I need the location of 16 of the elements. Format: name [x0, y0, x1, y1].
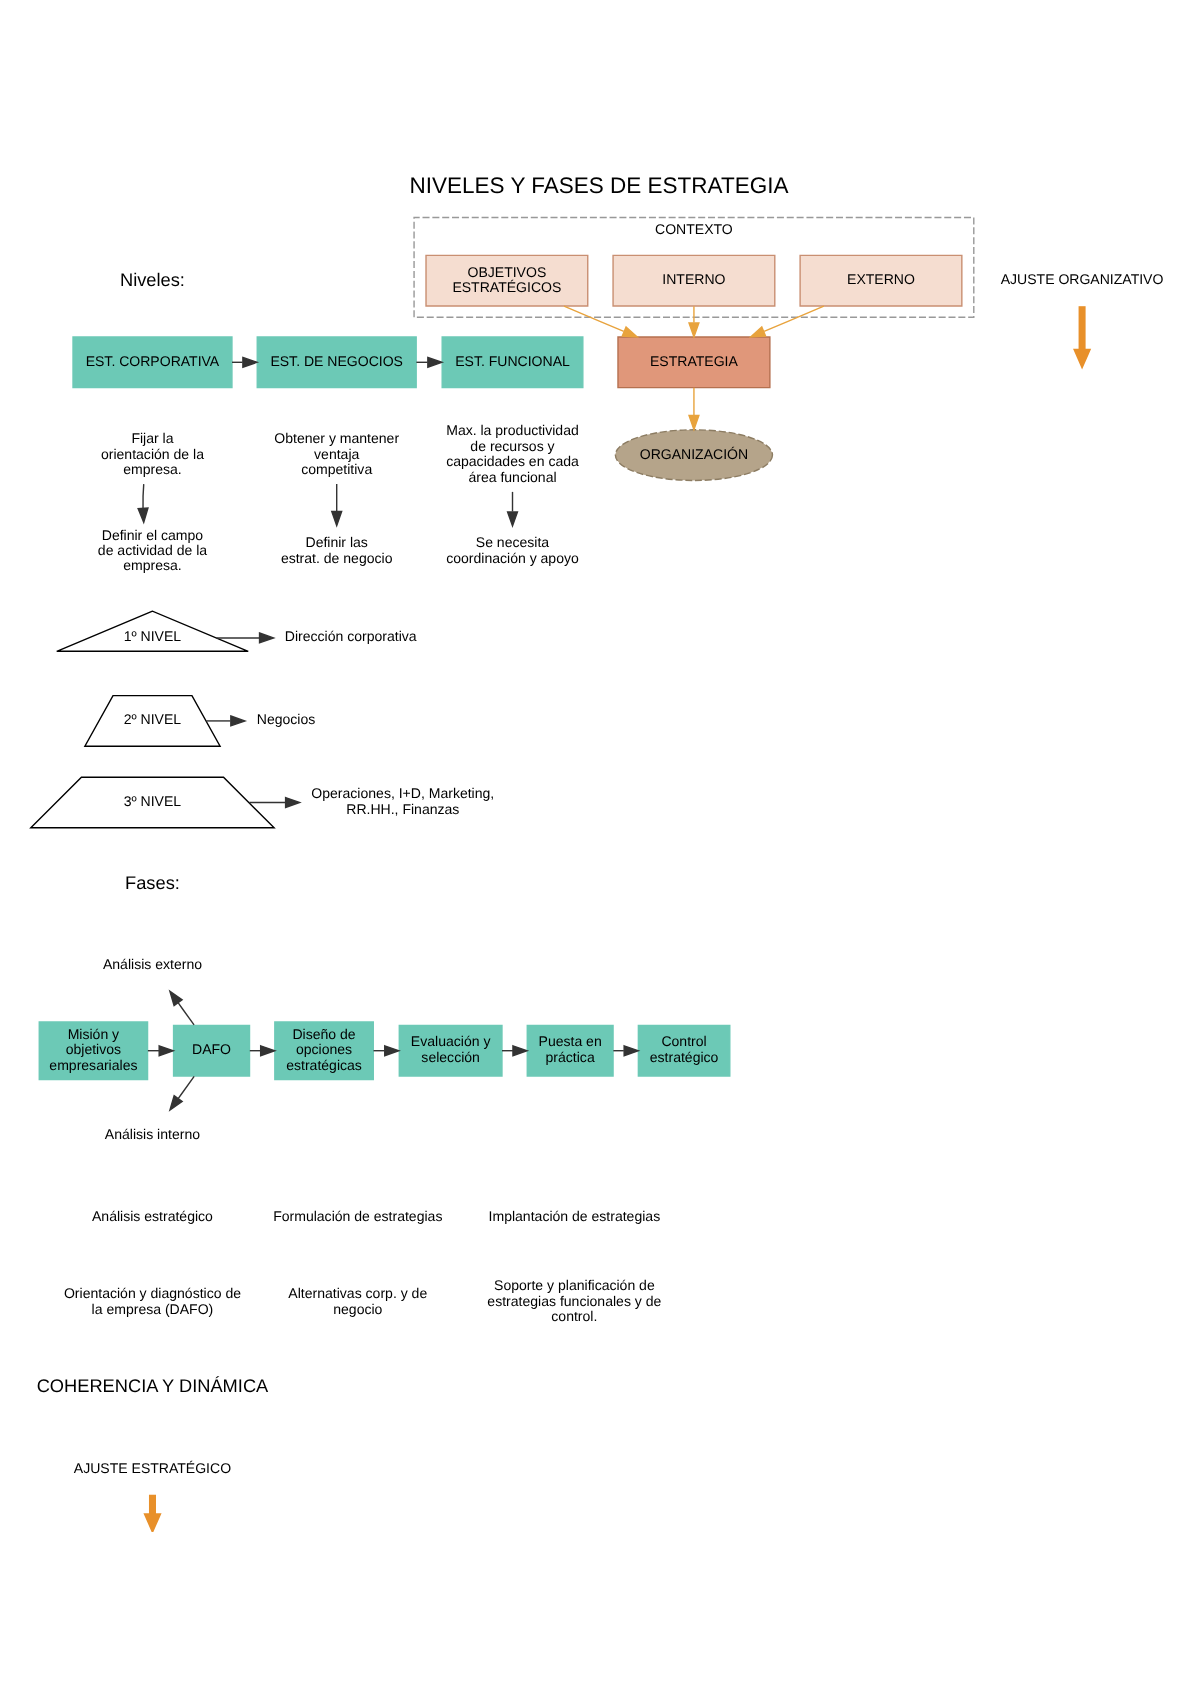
arrow: [1073, 306, 1092, 370]
label: Fases:: [125, 872, 180, 893]
arrow: [688, 387, 700, 432]
arrow: [168, 1075, 195, 1112]
label: COHERENCIA Y DINÁMICA: [36, 1376, 269, 1397]
label: Niveles:: [120, 269, 185, 290]
arrow: [330, 483, 343, 528]
arrow: [205, 715, 248, 727]
arrow: [688, 305, 700, 340]
arrow: [506, 491, 519, 529]
arrow: [143, 1494, 162, 1532]
arrow: [137, 483, 149, 525]
arrow: [248, 796, 302, 809]
diagram-title: NIVELES Y FASES DE ESTRATEGIA: [409, 175, 789, 200]
arrow: [215, 632, 276, 644]
arrow: [168, 989, 195, 1026]
